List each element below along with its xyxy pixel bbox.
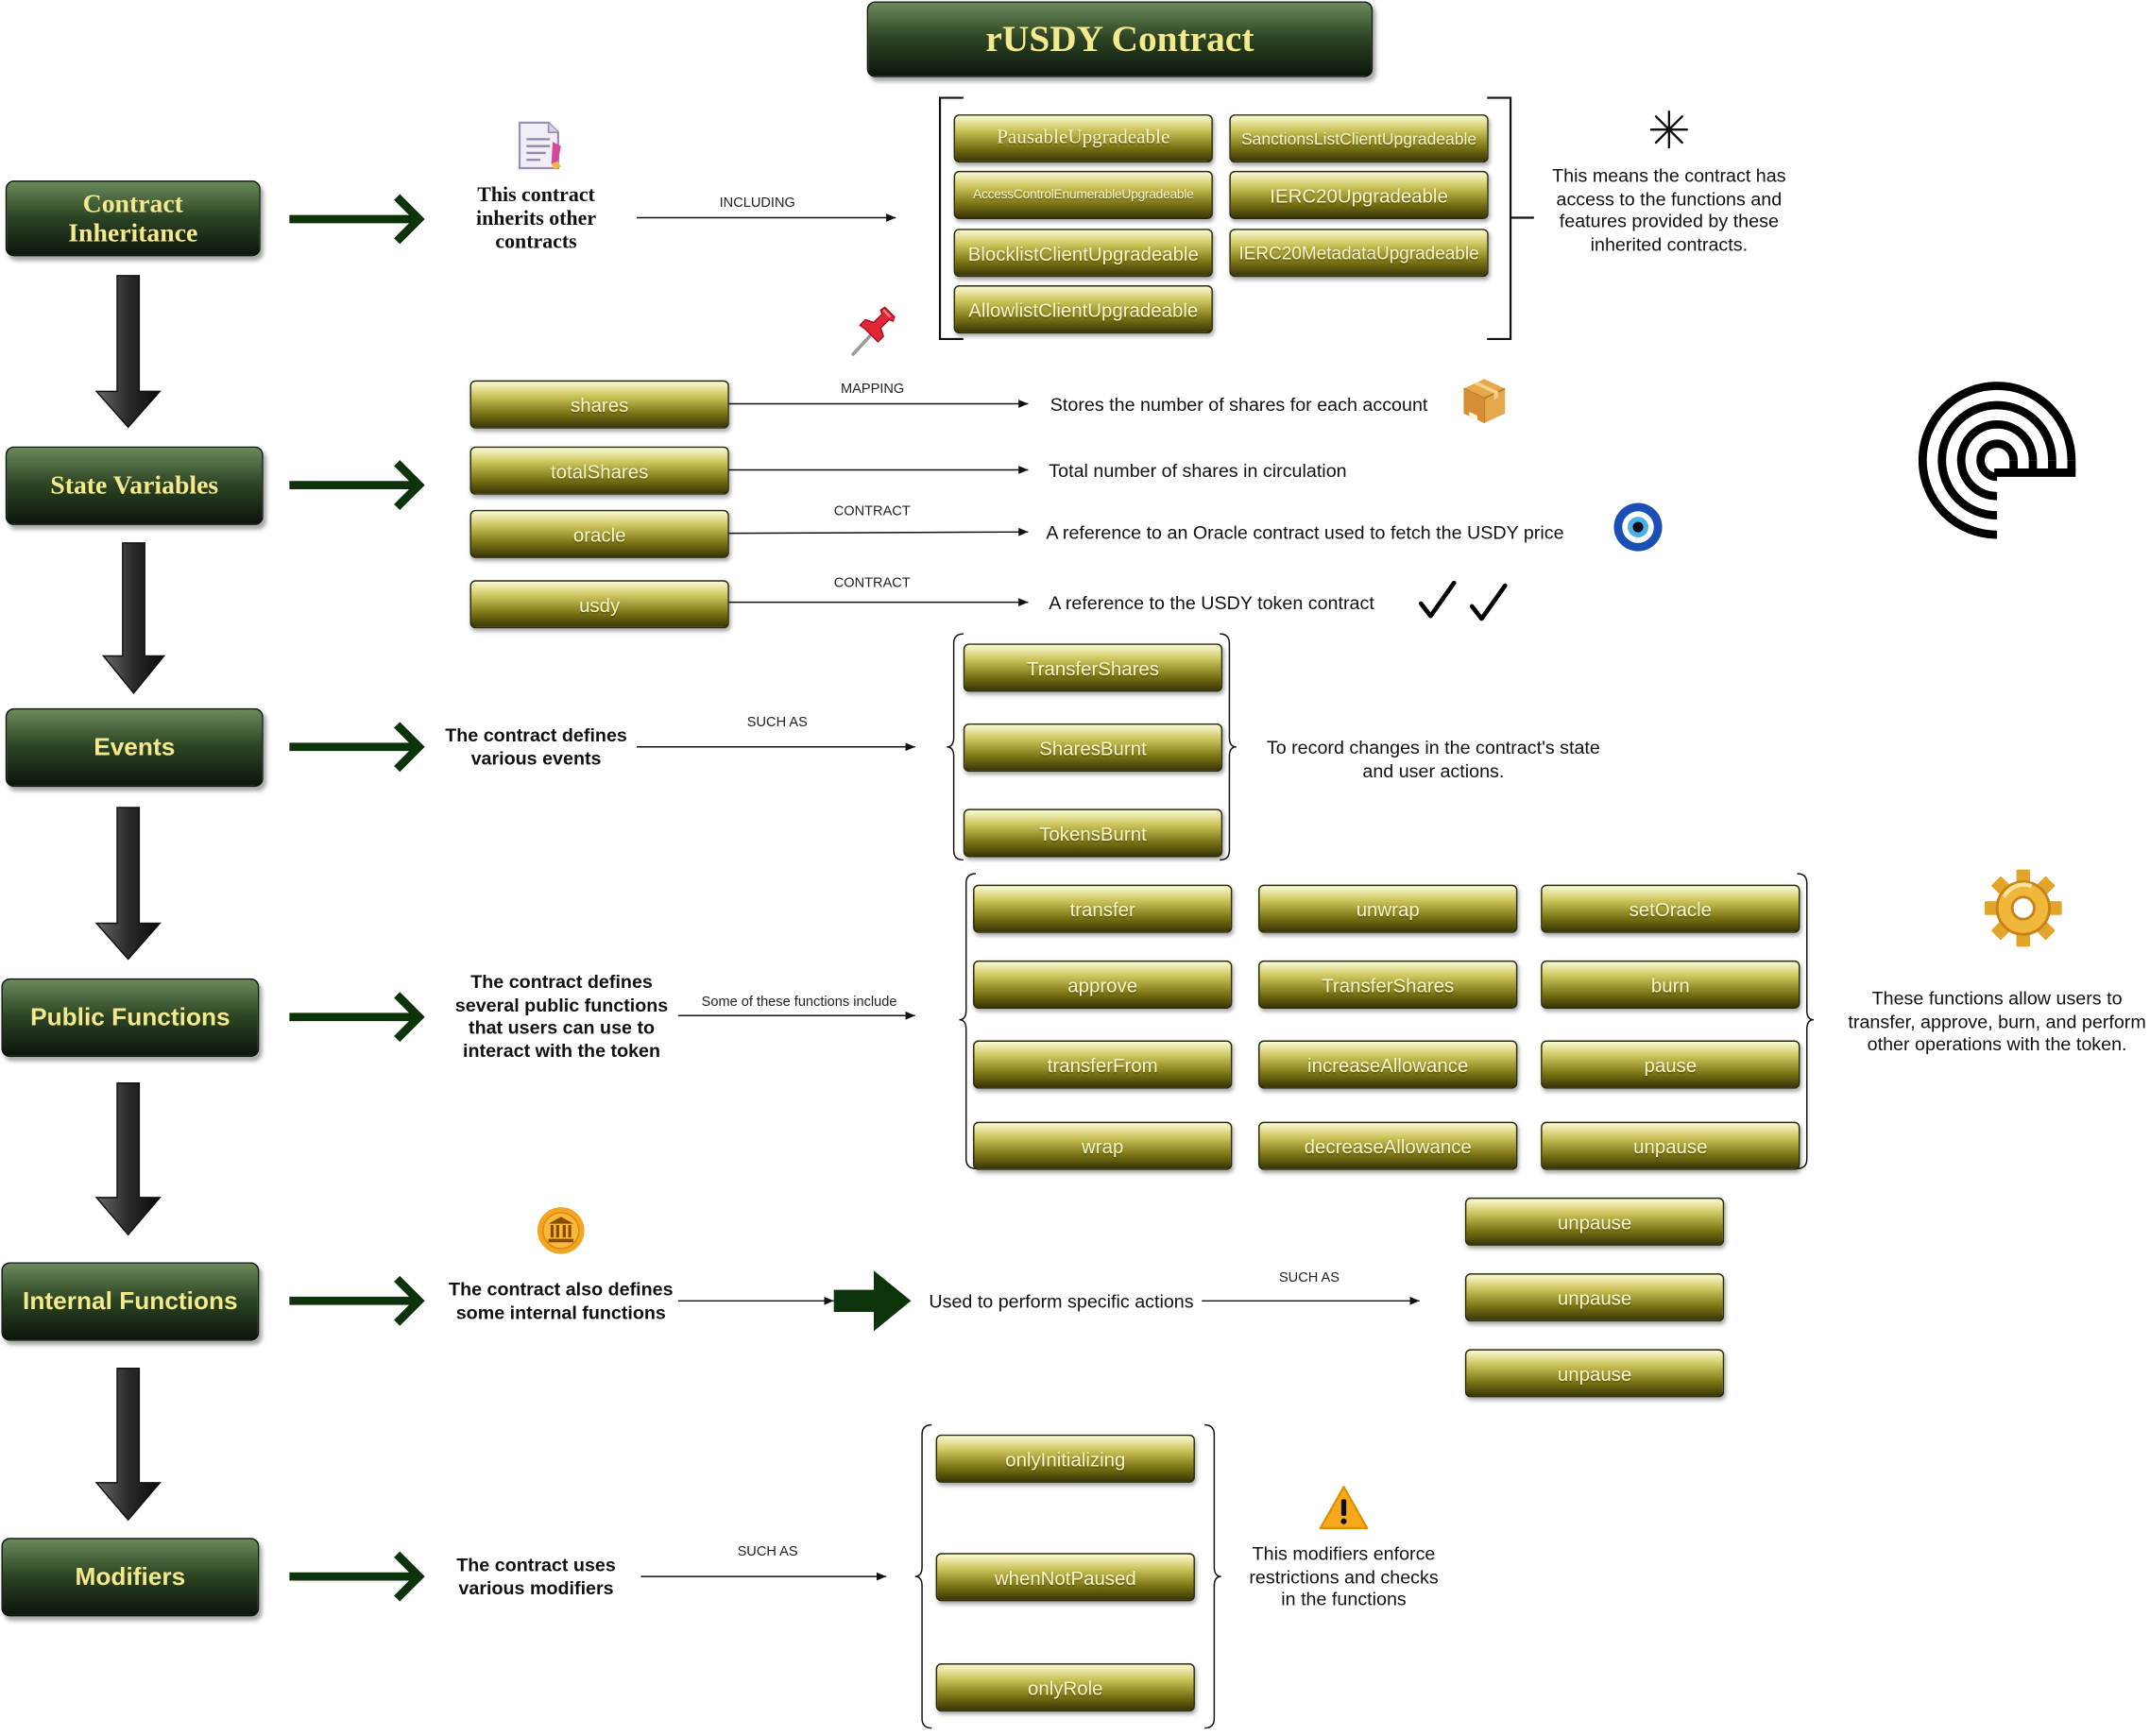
inherit-item: IERC20MetadataUpgradeable [1229,229,1489,278]
connector-label: SUCH AS [1278,1270,1340,1286]
state-description: Stores the number of shares for each acc… [1049,394,1428,416]
internal-description: The contract also defines some internal … [449,1278,674,1322]
warning-icon [1319,1486,1369,1530]
inherit-item: IERC20Upgradeable [1229,170,1489,219]
pushpin-icon [851,306,896,356]
state-variable: totalShares [469,446,729,495]
category-modifiers: Modifiers [1,1538,260,1617]
page-title: rUSDY Contract [866,1,1374,77]
inheritance-description: This contract inherits other contracts [476,184,597,254]
public-description: The contract defines several public func… [454,971,669,1061]
inherit-item: SanctionsListClientUpgradeable [1229,114,1489,163]
bank-icon [538,1207,585,1254]
right-arrow [289,460,425,511]
right-arrow [289,1275,425,1326]
public-note: These functions allow users to transfer,… [1848,988,2146,1055]
public-function: transfer [973,884,1233,933]
public-function: wrap [973,1121,1233,1170]
sparkle-icon [1649,111,1688,149]
down-arrow [94,807,162,961]
modifier-item: onlyInitializing [935,1434,1195,1483]
inherit-item: BlocklistClientUpgradeable [953,229,1213,278]
state-description: Total number of shares in circulation [1049,460,1347,482]
inherit-item: PausableUpgradeable [953,114,1213,163]
modifier-item: onlyRole [935,1663,1195,1712]
public-function: unwrap [1258,884,1518,933]
category-contract-inheritance: Contract Inheritance [5,180,261,257]
document-icon [518,121,561,170]
category-public-functions: Public Functions [1,978,260,1058]
public-function: burn [1541,960,1800,1009]
right-arrow [289,194,425,245]
event-item: TokensBurnt [963,808,1223,858]
public-function: transferFrom [973,1040,1233,1089]
events-description: The contract defines various events [445,724,627,769]
connector-label: CONTRACT [833,575,911,591]
gear-icon [1984,869,2062,947]
down-arrow [101,542,166,695]
inherit-item: AllowlistClientUpgradeable [953,285,1213,334]
down-arrow [94,1082,162,1236]
category-events: Events [5,707,264,788]
public-function: TransferShares [1258,960,1518,1009]
internal-function: unpause [1464,1273,1725,1322]
block-arrow [833,1270,912,1332]
internal-function: unpause [1464,1197,1725,1246]
eye-amulet-icon [1613,502,1663,552]
connector-label: MAPPING [840,382,905,398]
double-check-icon [1418,580,1508,621]
internal-function: unpause [1464,1349,1725,1398]
connector-label: SUCH AS [746,715,808,731]
down-arrow [94,1368,162,1522]
modifier-item: whenNotPaused [935,1553,1195,1602]
right-arrow [289,1551,425,1602]
modifiers-description: The contract uses various modifiers [456,1554,616,1598]
public-function: increaseAllowance [1258,1040,1518,1089]
state-description: A reference to the USDY token contract [1049,592,1374,614]
state-variable: oracle [469,509,729,558]
public-function: setOracle [1541,884,1800,933]
category-state-variables: State Variables [5,446,264,525]
state-description: A reference to an Oracle contract used t… [1046,521,1564,543]
connector-label: Some of these functions include [701,995,897,1011]
right-arrow [289,992,425,1043]
state-variable: usdy [469,580,729,629]
public-function: approve [973,960,1233,1009]
public-function: unpause [1541,1121,1800,1170]
down-arrow [94,275,162,429]
internal-step: Used to perform specific actions [929,1291,1194,1312]
event-item: TransferShares [963,643,1223,692]
connector-label: CONTRACT [833,503,911,520]
modifiers-note: This modifiers enforce restrictions and … [1249,1543,1439,1610]
category-internal-functions: Internal Functions [1,1262,260,1341]
events-note: To record changes in the contract's stat… [1266,737,1600,781]
inheritance-note: This means the contract has access to th… [1552,165,1786,255]
connector-label: INCLUDING [719,196,795,212]
connector-label: SUCH AS [737,1544,798,1560]
public-function: decreaseAllowance [1258,1121,1518,1170]
ondo-logo-icon [1918,382,2076,539]
public-function: pause [1541,1040,1800,1089]
right-arrow [289,722,425,773]
inherit-item: AccessControlEnumerableUpgradeable [953,170,1213,219]
package-icon [1463,379,1506,423]
event-item: SharesBurnt [963,723,1223,773]
state-variable: shares [469,380,729,429]
